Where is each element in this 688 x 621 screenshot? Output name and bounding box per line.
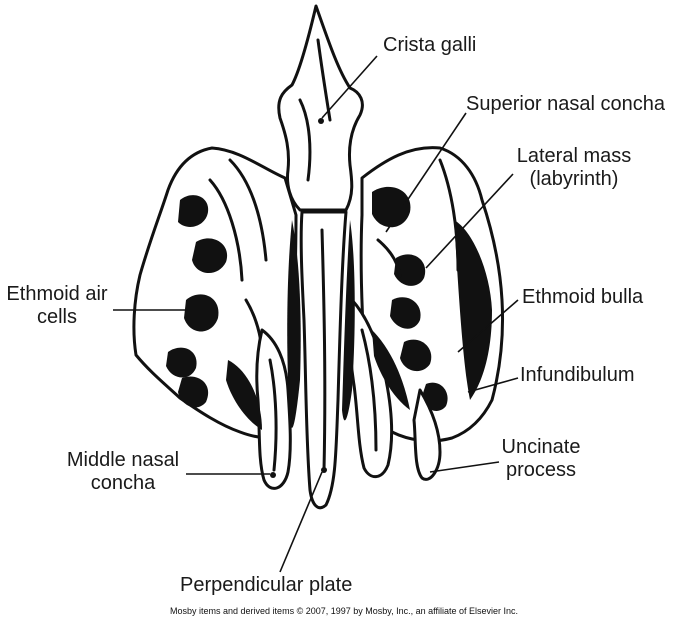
- label-uncinate-process-line2: process: [499, 459, 583, 482]
- leader-uncinate-process: [430, 462, 499, 472]
- label-lateral-mass: Lateral mass (labyrinth): [507, 145, 641, 191]
- label-uncinate-process: Uncinate process: [499, 436, 583, 482]
- label-ethmoid-air-cells-line1: Ethmoid air: [0, 283, 114, 306]
- crista-galli: [279, 6, 363, 210]
- label-middle-nasal-concha: Middle nasal concha: [58, 449, 188, 495]
- label-crista-galli: Crista galli: [383, 34, 476, 57]
- label-lateral-mass-line2: (labyrinth): [507, 168, 641, 191]
- copyright-credit: Mosby items and derived items © 2007, 19…: [0, 606, 688, 616]
- label-perpendicular-plate: Perpendicular plate: [180, 574, 352, 597]
- label-middle-nasal-concha-line2: concha: [58, 472, 188, 495]
- label-lateral-mass-line1: Lateral mass: [507, 145, 641, 168]
- leader-perpendicular-plate: [280, 472, 322, 572]
- label-ethmoid-air-cells: Ethmoid air cells: [0, 283, 114, 329]
- label-uncinate-process-line1: Uncinate: [499, 436, 583, 459]
- label-infundibulum: Infundibulum: [520, 364, 635, 387]
- label-ethmoid-bulla: Ethmoid bulla: [522, 286, 643, 309]
- label-ethmoid-air-cells-line2: cells: [0, 306, 114, 329]
- label-middle-nasal-concha-line1: Middle nasal: [58, 449, 188, 472]
- label-superior-nasal-concha: Superior nasal concha: [466, 93, 665, 116]
